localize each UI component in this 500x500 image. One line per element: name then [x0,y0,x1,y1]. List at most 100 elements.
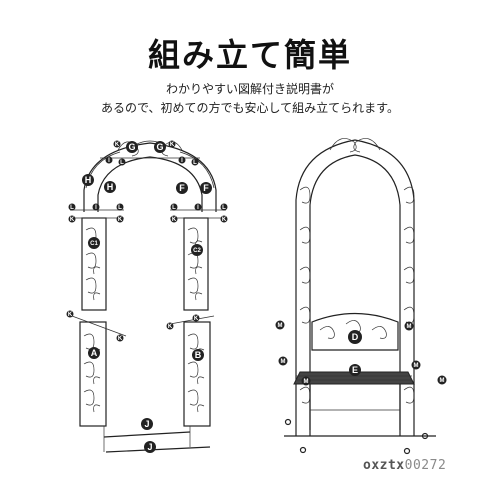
label-k-top-right [168,140,176,148]
label-row-l-1 [68,203,76,211]
exploded-labels: G G K K I I L L H H F F L I L L I L [66,140,228,453]
label-mid-k-4 [192,314,200,322]
label-k-top-left [113,140,121,148]
subtitle-line-1: わかりやすい図解付き説明書が [165,82,334,96]
label-g-right [154,141,166,153]
label-row-l-2 [116,203,124,211]
label-d [348,330,362,344]
label-d-text: D [352,332,359,342]
label-a [88,347,100,359]
label-m-6 [437,375,447,385]
label-e-text: E [352,365,358,375]
label-mid-k-1-text: K [68,312,73,318]
label-m-2 [278,356,288,366]
label-f-2 [200,182,212,194]
watermark-rest: 00272 [404,458,447,473]
label-f-1-text: F [179,183,185,193]
label-h-1 [82,174,94,186]
label-m-1 [275,320,285,330]
label-mid-k-2 [116,334,124,342]
label-row-k-3 [170,215,178,223]
label-i-top-right [178,156,186,164]
label-c2-text: C2 [193,248,201,254]
subtitle-line-2: あるので、初めての方でも安心して組み立てられます。 [101,101,399,115]
assembled-view: D E M M M M M M [275,138,447,455]
label-g-right-text: G [156,142,163,152]
bar-j-upper [103,431,191,438]
label-m-6-text: M [440,378,445,384]
label-row-k-1 [68,215,76,223]
page-title: 組み立て簡単 [147,36,352,74]
label-f-2-text: F [203,183,209,193]
label-row-l-3-text: L [172,205,176,211]
label-m-5-text: M [414,363,419,369]
label-m-4-text: M [407,324,412,330]
label-c1 [88,237,100,249]
label-f-1 [176,182,188,194]
label-row-i-1-text: I [95,205,97,211]
arch-frame-outer [295,139,415,436]
label-l-top-left [118,158,126,166]
label-j-2-text: J [147,442,152,452]
label-b [192,349,204,361]
label-h-1-text: H [85,175,92,185]
arch-top-scroll [329,138,381,153]
label-j-1-text: J [144,419,149,429]
label-row-i-2-text: I [197,205,199,211]
label-m-4 [404,321,414,331]
label-m-5 [411,360,421,370]
label-row-l-4 [220,203,228,211]
label-mid-k-2-text: K [118,336,123,342]
label-m-1-text: M [278,323,283,329]
label-row-k-4 [220,215,228,223]
label-g-left-text: G [128,142,135,152]
label-mid-k-1 [66,310,74,318]
label-mid-k-4-text: K [194,316,199,322]
panel-a [79,321,107,427]
label-row-i-2 [194,203,202,211]
label-i-top-left-text: I [108,158,110,164]
label-row-k-2-text: K [118,217,123,223]
label-m-3 [301,376,311,386]
label-row-k-4-text: K [222,217,227,223]
arch-outer [83,142,217,212]
label-l-top-right-text: L [193,160,197,166]
exploded-view [70,140,226,453]
label-row-k-1-text: K [70,217,75,223]
label-g-left [126,141,138,153]
label-row-l-2-text: L [118,205,122,211]
label-m-2-text: M [281,359,286,365]
bar-j-lower [105,446,211,453]
label-h-2 [104,181,116,193]
label-row-l-4-text: L [222,205,226,211]
label-i-top-right-text: I [181,158,183,164]
label-row-k-2 [116,215,124,223]
label-c1-text: C1 [90,241,98,247]
label-k-top-left-text: K [115,142,120,148]
label-k-top-right-text: K [170,142,175,148]
label-row-l-3 [170,203,178,211]
label-e [349,364,361,376]
panel-b [183,321,211,427]
bench-back [311,312,399,351]
watermark: oxztx00272 [363,458,446,473]
panel-c1 [81,217,107,311]
label-row-k-3-text: K [172,217,177,223]
arch-frame-inner [309,154,401,436]
label-mid-k-3 [166,322,174,330]
panel-c2 [183,217,209,311]
label-h-2-text: H [107,182,114,192]
label-a-text: A [91,348,98,358]
label-row-l-1-text: L [70,205,74,211]
label-mid-k-3-text: K [168,324,173,330]
label-i-top-left [105,156,113,164]
label-c2 [191,244,203,256]
arch-inner [97,156,203,212]
label-l-top-left-text: L [120,160,124,166]
label-m-3-text: M [304,379,309,385]
label-j-1 [141,418,153,430]
watermark-bold: oxztx [363,458,405,473]
label-b-text: B [195,350,202,360]
label-j-2 [144,441,156,453]
